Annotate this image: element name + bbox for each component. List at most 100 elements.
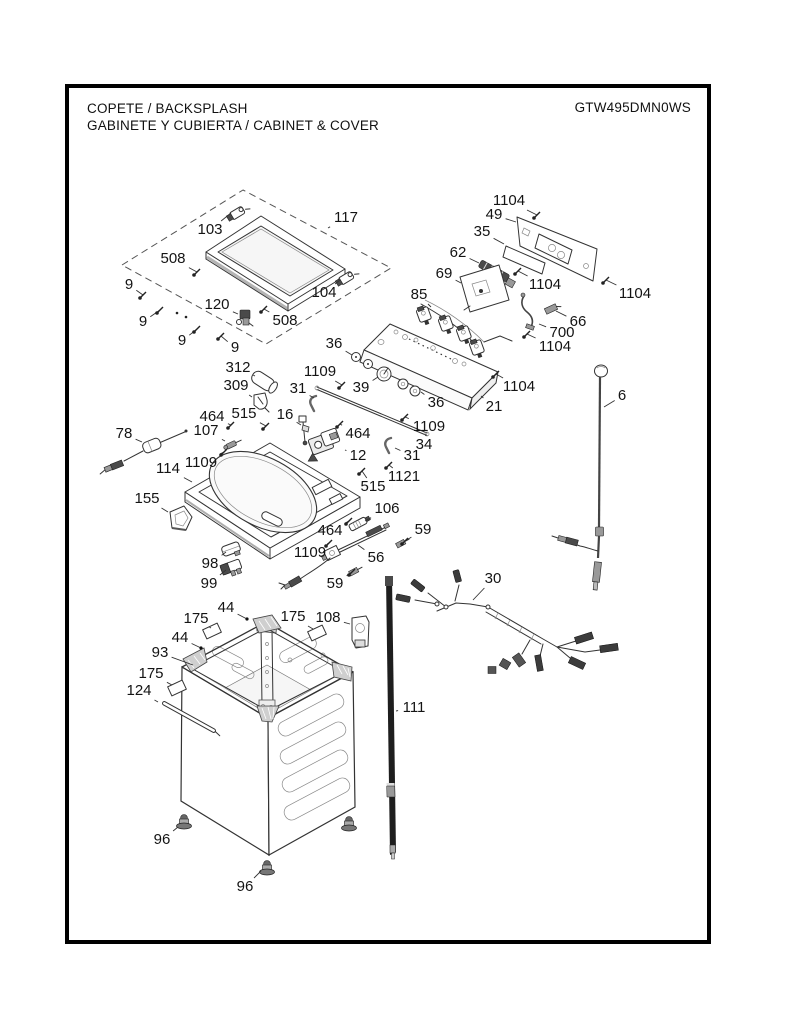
part-label-175: 175	[183, 610, 208, 627]
part-label-111: 111	[403, 699, 426, 716]
part-label-6: 6	[618, 387, 626, 404]
rivet-dot	[199, 646, 203, 650]
screw-glyph	[357, 467, 366, 476]
backsplash-assembly	[459, 216, 598, 313]
part-label-175: 175	[138, 665, 163, 682]
part-label-21: 21	[486, 398, 503, 415]
part-label-59: 59	[415, 521, 432, 538]
leader-line-69	[455, 279, 462, 284]
part-label-309: 309	[223, 377, 248, 394]
part-label-78: 78	[116, 425, 133, 442]
part-label-31: 31	[404, 447, 421, 464]
part-label-44: 44	[172, 629, 189, 646]
fastener-59-bottom	[348, 566, 363, 577]
leader-line-515	[361, 470, 368, 479]
fitting-106	[348, 515, 371, 532]
part-label-39: 39	[353, 379, 370, 396]
part-label-35: 35	[474, 223, 491, 240]
wire-harness-30	[395, 569, 619, 674]
part-label-44: 44	[218, 599, 235, 616]
leader-line-66	[555, 310, 567, 317]
part-label-56: 56	[368, 549, 385, 566]
title-line-2: GABINETE Y CUBIERTA / CABINET & COVER	[87, 118, 379, 133]
part-label-96: 96	[237, 878, 254, 895]
screw-glyph	[601, 276, 610, 285]
part-label-114: 114	[156, 460, 180, 477]
leader-line-1104	[526, 333, 536, 339]
leader-line-175	[209, 626, 212, 629]
part-label-117: 117	[334, 209, 358, 226]
leader-line-309	[248, 394, 253, 398]
part-label-66: 66	[570, 313, 587, 330]
leader-line-30	[472, 587, 485, 601]
rod-6	[551, 364, 608, 591]
leader-line-9	[220, 335, 228, 343]
screw-glyph	[335, 420, 344, 429]
mid-small-parts	[99, 370, 430, 475]
part-label-508: 508	[160, 250, 185, 267]
pin-16	[298, 415, 310, 446]
part-label-1104: 1104	[539, 338, 571, 355]
leader-line-1104	[605, 279, 617, 286]
part-label-96: 96	[154, 831, 171, 848]
part-label-104: 104	[311, 284, 336, 301]
label-sticker-175	[167, 679, 187, 697]
screw-glyph	[400, 413, 409, 422]
leader-line-85	[427, 303, 432, 308]
part-label-1104: 1104	[503, 378, 535, 395]
corner-cap-155	[169, 505, 193, 531]
part-label-9: 9	[178, 332, 186, 349]
part-label-120: 120	[204, 296, 229, 313]
screw-glyph	[347, 568, 356, 577]
part-label-85: 85	[411, 286, 428, 303]
screw-glyph	[400, 537, 409, 546]
leader-line-9	[136, 289, 144, 296]
leader-line-31	[309, 395, 315, 399]
leader-line-155	[161, 507, 169, 513]
leader-line-35	[493, 237, 505, 245]
leader-line-175	[307, 625, 314, 630]
part-label-464: 464	[317, 522, 342, 539]
label-sticker-175	[307, 624, 327, 642]
part-label-124: 124	[126, 682, 151, 699]
leader-line-99	[219, 569, 227, 576]
part-label-30: 30	[485, 570, 502, 587]
screw-glyph	[216, 332, 225, 341]
leader-line-44	[237, 613, 248, 620]
leader-line-98	[221, 551, 227, 556]
model-number: GTW495DMN0WS	[574, 100, 691, 115]
leader-line-96	[253, 870, 262, 879]
part-label-508: 508	[272, 312, 297, 329]
top-cover-114	[169, 442, 361, 577]
part-label-1109: 1109	[185, 454, 217, 471]
leader-line-117	[327, 226, 331, 229]
control-board-69	[459, 264, 510, 313]
leader-line-12	[344, 449, 347, 452]
leader-line-106	[364, 517, 372, 522]
part-label-700: 700	[549, 324, 574, 341]
screw-glyph	[491, 370, 500, 379]
top-panel-dashed-outline	[121, 189, 392, 345]
leader-line-93	[171, 656, 194, 666]
part-label-16: 16	[277, 406, 294, 423]
leader-line-103	[220, 212, 232, 222]
part-label-155: 155	[134, 490, 159, 507]
part-label-69: 69	[436, 265, 453, 282]
leader-line-108	[343, 621, 351, 625]
console-knobs	[351, 352, 421, 397]
part-label-106: 106	[374, 500, 399, 517]
cabinet-93	[162, 614, 370, 876]
leader-line-1104	[495, 373, 504, 379]
part-label-1109: 1109	[413, 418, 445, 435]
screw-glyph	[324, 539, 333, 548]
part-label-36: 36	[428, 394, 445, 411]
lid-hinge-left	[225, 206, 251, 222]
damper-312	[251, 370, 278, 394]
part-label-9: 9	[231, 339, 239, 356]
screw-glyph	[344, 517, 353, 526]
screw-glyph	[337, 381, 346, 390]
rod-124	[162, 701, 221, 737]
part-label-98: 98	[202, 555, 219, 572]
screw-glyph	[259, 305, 268, 314]
